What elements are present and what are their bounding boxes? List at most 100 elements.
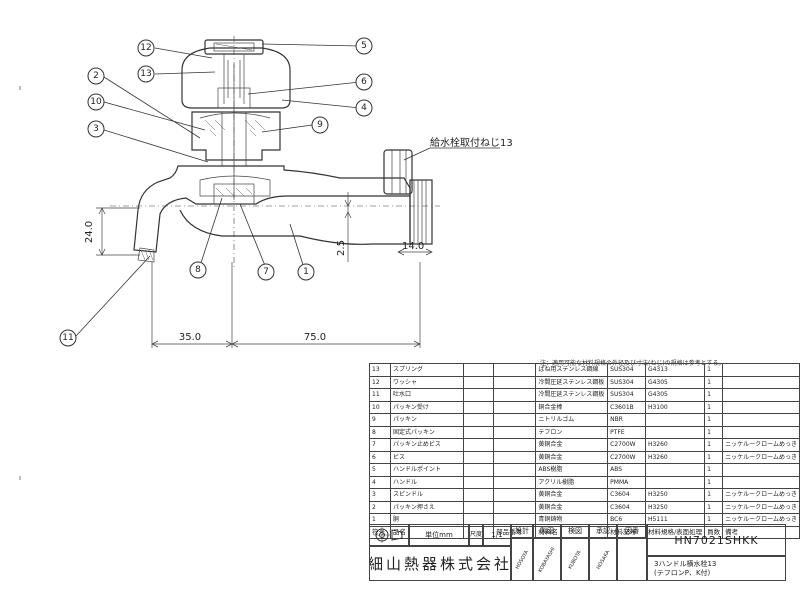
sign-box-1: HOSOYA <box>511 538 533 581</box>
drafting-symbol <box>369 524 409 546</box>
model-number: HN7021SHKK <box>647 524 786 556</box>
part-number: 11 <box>369 388 391 402</box>
part-number: 7 <box>369 438 391 452</box>
material-standard <box>644 413 706 427</box>
svg-text:12: 12 <box>140 43 151 53</box>
role-draft: 製図 <box>533 524 561 538</box>
quantity: 1 <box>704 463 724 477</box>
callout-13: 13 <box>137 65 155 83</box>
material-symbol: C2700W <box>607 450 646 464</box>
material-symbol: C3604 <box>607 488 646 502</box>
body <box>110 36 440 270</box>
sign-box-2: KOBAYASHI <box>533 538 561 581</box>
blank <box>463 375 495 389</box>
company-name: 細山熱器株式会社 <box>369 546 511 581</box>
material-name: ABS樹脂 <box>535 463 609 477</box>
header-cell: 備考 <box>722 525 800 539</box>
quantity: 1 <box>704 400 724 414</box>
blank <box>463 438 495 452</box>
part-code <box>493 425 537 439</box>
material-name: 黄銅合金 <box>535 438 609 452</box>
callout-3: 3 <box>87 120 105 138</box>
part-code <box>493 363 537 377</box>
material-name: テフロン <box>535 425 609 439</box>
material-standard: H3250 <box>644 488 706 502</box>
part-code <box>493 463 537 477</box>
scale-value: 1/1 <box>483 524 511 546</box>
part-code <box>493 375 537 389</box>
part-number: 10 <box>369 400 391 414</box>
material-name: 冷間圧延ステンレス鋼板 <box>535 388 609 402</box>
part-name: パッキン押さえ <box>389 500 465 514</box>
material-name: ニトリルゴム <box>535 413 609 427</box>
blank <box>463 388 495 402</box>
description-box: 3ハンドル横水栓13 (テフロンP、K付) <box>647 556 786 581</box>
remarks <box>722 388 800 402</box>
material-name: 黄銅合金 <box>535 500 609 514</box>
description-line-2: (テフロンP、K付) <box>654 569 711 577</box>
remarks <box>722 400 800 414</box>
part-number: 5 <box>369 463 391 477</box>
blank <box>463 475 495 489</box>
material-name: 冷間圧延ステンレス鋼板 <box>535 375 609 389</box>
svg-text:給水栓取付ねじ13: 給水栓取付ねじ13 <box>430 136 513 149</box>
quantity: 1 <box>704 475 724 489</box>
title-block: 単位mm 尺度 1/1 設計 製図 検図 承認 図番 細山熱器株式会社 HOSO… <box>369 524 786 581</box>
part-code <box>493 388 537 402</box>
part-number: 12 <box>369 375 391 389</box>
remarks <box>722 475 800 489</box>
blank <box>463 425 495 439</box>
role-design: 設計 <box>511 524 533 538</box>
description-line-1: 3ハンドル横水栓13 <box>654 560 717 568</box>
bonnet <box>191 64 281 200</box>
material-name: 黄銅合金 <box>535 450 609 464</box>
callout-4: 4 <box>355 99 373 117</box>
quantity: 1 <box>704 500 724 514</box>
material-standard: G4305 <box>644 388 706 402</box>
blank <box>463 400 495 414</box>
remarks <box>722 413 800 427</box>
material-name: 黄銅合金 <box>535 488 609 502</box>
part-code <box>493 438 537 452</box>
part-name: 固定式パッキン <box>389 425 465 439</box>
blank <box>463 463 495 477</box>
material-symbol: C3604 <box>607 500 646 514</box>
material-symbol: SUS304 <box>607 375 646 389</box>
remarks: ニッケルークロームめっき <box>722 438 800 452</box>
part-number: 13 <box>369 363 391 377</box>
remarks <box>722 363 800 377</box>
material-symbol: PTFE <box>607 425 646 439</box>
quantity: 1 <box>704 375 724 389</box>
dim-35: 35.0 <box>179 332 201 343</box>
material-symbol: C2700W <box>607 438 646 452</box>
remarks <box>722 425 800 439</box>
quantity: 1 <box>704 450 724 464</box>
callout-1: 1 <box>297 263 315 281</box>
part-code <box>493 500 537 514</box>
callout-7: 7 <box>257 263 275 281</box>
part-name: パッキン止めビス <box>389 438 465 452</box>
callout-11: 11 <box>59 329 77 347</box>
scale-label: 尺度 <box>469 524 483 546</box>
material-name: アクリル樹脂 <box>535 475 609 489</box>
role-approve: 承認 <box>589 524 617 538</box>
part-number: 3 <box>369 488 391 502</box>
dim-14: 14.0 <box>402 241 424 252</box>
svg-text:8: 8 <box>195 265 201 275</box>
material-standard: G4313 <box>644 363 706 377</box>
part-code <box>493 413 537 427</box>
svg-text:9: 9 <box>317 120 323 130</box>
callout-8: 8 <box>189 261 207 279</box>
quantity: 1 <box>704 425 724 439</box>
callout-9: 9 <box>311 116 329 134</box>
part-number: 4 <box>369 475 391 489</box>
